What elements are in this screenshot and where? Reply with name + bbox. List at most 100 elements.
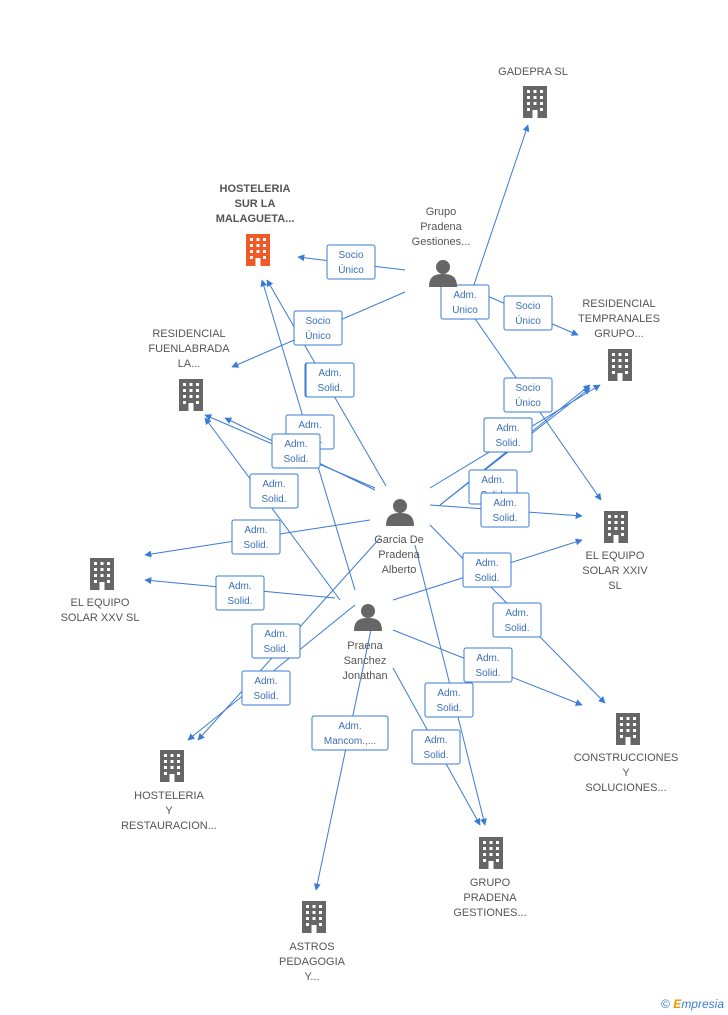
person-icon [429, 260, 457, 287]
relation-box [411, 729, 461, 765]
relation-label-r9[interactable]: Adm.Solid. [231, 519, 281, 555]
relation-text: Adm. [244, 525, 267, 536]
relation-text: Socio [515, 383, 540, 394]
node-label: GESTIONES... [453, 907, 526, 919]
relation-text: Solid. [263, 644, 288, 655]
relation-text: Adm. [298, 420, 321, 431]
node-construcciones[interactable]: CONSTRUCCIONESYSOLUCIONES... [574, 713, 679, 794]
relation-text: Adm. [453, 290, 476, 301]
node-astros[interactable]: ASTROSPEDAGOGIAY... [279, 901, 346, 983]
relation-label-r16[interactable]: Adm.Solid. [305, 362, 355, 398]
relation-box [305, 362, 355, 398]
node-label: Grupo [426, 206, 457, 218]
relation-text: Solid. [227, 596, 252, 607]
node-label: ASTROS [289, 941, 334, 953]
relation-text: Solid. [423, 750, 448, 761]
relation-label-r19[interactable]: Adm. Solid. [462, 552, 512, 588]
relation-label-r18[interactable]: Adm.Solid. [215, 575, 265, 611]
node-grupo_pradena_p[interactable]: GrupoPradenaGestiones... [412, 206, 471, 287]
node-label: Y [622, 767, 630, 779]
relation-box [271, 433, 321, 469]
node-label: RESIDENCIAL [152, 328, 225, 340]
node-label: HOSTELERIA [134, 790, 204, 802]
relation-text: Socio [515, 301, 540, 312]
person-icon [354, 604, 382, 631]
relation-box [462, 552, 512, 588]
relation-text: Adm. [481, 475, 504, 486]
edge-praena-to-astros [313, 624, 373, 891]
relation-label-r17[interactable]: Adm.Solid. [249, 473, 299, 509]
relation-text: Adm. [338, 721, 361, 732]
relation-box [480, 492, 530, 528]
relation-box [215, 575, 265, 611]
person-icon [386, 499, 414, 526]
relation-label-r24[interactable]: Adm.Solid. [483, 417, 533, 453]
node-label: RESIDENCIAL [582, 298, 655, 310]
node-label: Y [165, 805, 173, 817]
relation-box [440, 284, 490, 320]
relation-text: Solid. [474, 573, 499, 584]
relation-text: Adm. [264, 629, 287, 640]
node-label: Pradena [378, 549, 420, 561]
node-label: LA... [178, 358, 201, 370]
relation-text: Socio [338, 250, 363, 261]
relation-text: Adm. [475, 558, 498, 569]
relation-text: Único [338, 263, 364, 276]
building-icon [246, 234, 270, 266]
relation-label-r23[interactable]: Adm. Mancom.,... [311, 715, 389, 751]
relation-box [293, 310, 343, 346]
node-label: Y... [304, 971, 319, 983]
relation-box [463, 647, 513, 683]
relation-label-r8[interactable]: Adm.Solid. [271, 433, 321, 469]
relation-label-r22[interactable]: Adm. Solid. [411, 729, 461, 765]
relation-text: Adm. [284, 439, 307, 450]
relation-box [311, 715, 389, 751]
relation-text: Solid. [475, 668, 500, 679]
relation-text: Solid. [492, 513, 517, 524]
relation-label-r3[interactable]: Adm.Unico [440, 284, 490, 320]
building-icon [302, 901, 326, 933]
relation-label-r14[interactable]: Adm.Solid. [424, 682, 474, 718]
node-label: CONSTRUCCIONES [574, 752, 679, 764]
relation-text: Solid. [253, 691, 278, 702]
relation-label-r20[interactable]: Adm.Solid. [463, 647, 513, 683]
relation-text: Solid. [317, 383, 342, 394]
edges-layer [144, 124, 606, 891]
relation-text: Mancom.,... [324, 736, 376, 747]
relation-text: Único [515, 396, 541, 409]
relation-label-r21[interactable]: Adm. Solid. [241, 670, 291, 706]
brand-logo-initial: E [673, 997, 682, 1011]
relation-text: Solid. [504, 623, 529, 634]
node-label: Jonathan [342, 670, 387, 682]
building-icon [179, 379, 203, 411]
copyright-symbol: © [661, 997, 670, 1011]
relation-box [503, 295, 553, 331]
node-hosteleria_rest[interactable]: HOSTELERIAYRESTAURACION... [121, 750, 217, 832]
building-icon [160, 750, 184, 782]
node-residencial_fuen[interactable]: RESIDENCIALFUENLABRADALA... [148, 328, 230, 411]
relation-label-r12[interactable]: Adm.Solid. [480, 492, 530, 528]
node-label: GRUPO [470, 877, 511, 889]
node-residencial_temp[interactable]: RESIDENCIALTEMPRANALESGRUPO... [578, 298, 660, 381]
relation-text: Adm. [424, 735, 447, 746]
node-label: EL EQUIPO [586, 550, 645, 562]
node-gadepra[interactable]: GADEPRA SL [498, 66, 568, 118]
node-label: HOSTELERIA [220, 183, 291, 195]
relation-label-r13[interactable]: Adm.Solid. [492, 602, 542, 638]
relation-label-r15[interactable]: Adm. Solid. [251, 623, 301, 659]
node-grupo_pradena_c[interactable]: GRUPOPRADENAGESTIONES... [453, 837, 527, 919]
node-label: EL EQUIPO [71, 597, 130, 609]
building-icon [523, 86, 547, 118]
relation-text: Adm. [254, 676, 277, 687]
